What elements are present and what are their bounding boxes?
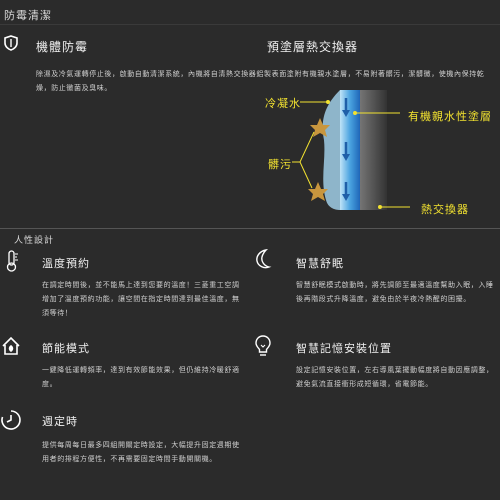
top-divider bbox=[0, 24, 500, 25]
moon-icon bbox=[252, 248, 274, 274]
feature-desc-position-memory: 設定記憶安裝位置，左右導風葉擺動幅度將自動因應調整，避免氣流直接衝形成短循環，省… bbox=[296, 366, 494, 388]
shield-icon bbox=[4, 35, 18, 51]
section-label-design: 人性設計 bbox=[14, 236, 55, 246]
feature-desc-weekly-timer: 提供每周每日最多四組開關定時設定，大幅提升固定週期使用者的排程方便性，不再需要固… bbox=[42, 441, 240, 463]
exchanger-plate bbox=[359, 90, 387, 210]
dirt-label: 髒污 bbox=[268, 158, 292, 171]
home-leaf-icon bbox=[1, 336, 21, 360]
timer-icon bbox=[0, 409, 22, 435]
feature-desc-smart-sleep: 智慧舒眠模式啟動時，將先調節至最適溫度幫助入眠，入睡後再階段式升降溫度，避免由於… bbox=[296, 281, 494, 303]
feature-title-smart-sleep: 智慧舒眠 bbox=[296, 257, 344, 270]
feature-title-weekly-timer: 週定時 bbox=[42, 415, 78, 428]
coating-title: 預塗層熱交換器 bbox=[267, 40, 359, 54]
heat-exchanger-diagram bbox=[292, 90, 410, 210]
exchanger-label: 熱交換器 bbox=[421, 203, 469, 216]
feature-title-temp-reservation: 溫度預約 bbox=[42, 257, 90, 270]
mold-title: 機體防霉 bbox=[36, 40, 89, 54]
design-divider bbox=[0, 228, 500, 229]
feature-desc-eco-mode: 一鍵降低運轉頻率，達到有效節能效果，但仍維持冷暖舒適度。 bbox=[42, 366, 240, 388]
feature-title-position-memory: 智慧記憶安裝位置 bbox=[296, 342, 392, 355]
dirt-particle bbox=[310, 118, 330, 137]
coating-band bbox=[340, 90, 360, 210]
thermometer-icon bbox=[5, 250, 19, 276]
dirt-particle bbox=[308, 182, 328, 201]
feature-title-eco-mode: 節能模式 bbox=[42, 342, 90, 355]
condensate-label: 冷凝水 bbox=[265, 97, 301, 110]
feature-desc-temp-reservation: 在調定時間後，並不能馬上達到您要的溫度！三菱重工空調增加了溫度預約功能，讓空間在… bbox=[42, 281, 240, 317]
section-label-mold-cleaning: 防霉清潔 bbox=[4, 9, 52, 22]
bulb-icon bbox=[254, 334, 272, 362]
mold-description: 除濕及冷氣運轉停止後，啟動自動清潔系統，內機將自清熱交換器鋁製表面塗附有機親水塗… bbox=[36, 70, 485, 92]
water-layer bbox=[322, 90, 340, 210]
coating-label: 有機親水性塗層 bbox=[408, 110, 492, 123]
